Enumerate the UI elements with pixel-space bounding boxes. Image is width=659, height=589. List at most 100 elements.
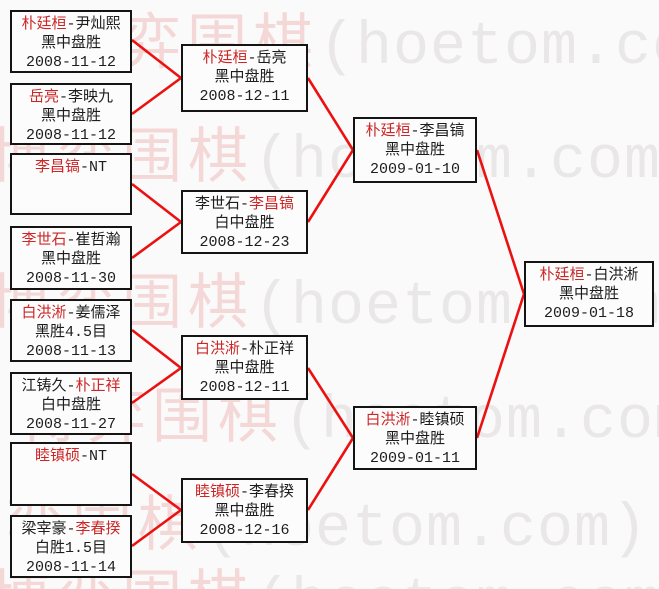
players-separator: - bbox=[239, 196, 249, 213]
players-separator: - bbox=[79, 448, 89, 465]
match-date: 2008-11-12 bbox=[25, 54, 116, 71]
match-result: 黑中盘胜 bbox=[214, 69, 275, 86]
match-players: 朴廷桓-岳亮 bbox=[183, 49, 306, 68]
connector-line bbox=[475, 149, 526, 295]
match-date: 2008-11-12 bbox=[25, 127, 116, 144]
match-date: 2008-11-27 bbox=[25, 416, 116, 433]
player1-name: 白洪淅 bbox=[194, 341, 240, 358]
match-date bbox=[12, 196, 130, 215]
players-separator: - bbox=[66, 521, 76, 538]
connector-line bbox=[131, 366, 182, 405]
player2-name: NT bbox=[89, 448, 108, 465]
match-players: 江铸久-朴正祥 bbox=[12, 377, 130, 396]
connector-line bbox=[131, 328, 182, 370]
match-players: 睦镇硕-NT bbox=[12, 447, 130, 466]
match-date: 2008-11-13 bbox=[25, 343, 116, 360]
player1-name: 李世石 bbox=[194, 196, 240, 213]
player2-name: 睦镇硕 bbox=[419, 412, 465, 429]
match-result: 黑中盘胜 bbox=[40, 35, 101, 52]
match-result: 黑中盘胜 bbox=[384, 431, 445, 448]
player2-name: 崔哲瀚 bbox=[75, 232, 121, 249]
match-result: 白胜1.5目 bbox=[34, 540, 107, 557]
player1-name: 朴廷桓 bbox=[202, 50, 248, 67]
match-result: 黑中盘胜 bbox=[214, 503, 275, 520]
match-date: 2009-01-11 bbox=[369, 450, 460, 467]
match-date: 2009-01-18 bbox=[543, 305, 634, 322]
connector-line bbox=[131, 508, 182, 548]
connector-line bbox=[306, 437, 355, 511]
player2-name: 姜儒泽 bbox=[75, 305, 121, 322]
match-result: 白中盘胜 bbox=[214, 215, 275, 232]
connector-line bbox=[475, 293, 526, 439]
match-date: 2009-01-10 bbox=[369, 161, 460, 178]
match-players: 朴廷桓-李昌镐 bbox=[355, 122, 475, 141]
match-players: 李世石-李昌镐 bbox=[183, 195, 306, 214]
player1-name: 江铸久 bbox=[21, 378, 67, 395]
match-box: 梁宰豪-李春揆白胜1.5目 2008-11-14 bbox=[10, 515, 132, 578]
player2-name: 岳亮 bbox=[256, 50, 287, 67]
players-separator: - bbox=[247, 50, 257, 67]
player1-name: 白洪淅 bbox=[365, 412, 411, 429]
player1-name: 睦镇硕 bbox=[34, 448, 80, 465]
players-separator: - bbox=[239, 484, 249, 501]
players-separator: - bbox=[410, 123, 420, 140]
match-date bbox=[12, 485, 130, 504]
match-box: 李昌镐-NT bbox=[10, 153, 132, 215]
player2-name: 朴正祥 bbox=[75, 378, 121, 395]
match-date: 2008-11-30 bbox=[25, 270, 116, 287]
match-box: 朴廷桓-尹灿熙黑中盘胜 2008-11-12 bbox=[10, 10, 132, 73]
connector-line bbox=[131, 182, 182, 224]
player1-name: 朴廷桓 bbox=[539, 267, 585, 284]
player2-name: 李春揆 bbox=[249, 484, 295, 501]
player2-name: 李春揆 bbox=[75, 521, 121, 538]
connector-line bbox=[131, 38, 182, 80]
player2-name: 朴正祥 bbox=[249, 341, 295, 358]
connector-line bbox=[306, 367, 355, 439]
connector-line bbox=[131, 220, 182, 260]
connector-line bbox=[306, 149, 355, 223]
player1-name: 白洪淅 bbox=[21, 305, 67, 322]
match-box: 朴廷桓-李昌镐黑中盘胜 2009-01-10 bbox=[353, 117, 477, 183]
players-separator: - bbox=[58, 89, 68, 106]
players-separator: - bbox=[410, 412, 420, 429]
match-players: 睦镇硕-李春揆 bbox=[183, 483, 306, 502]
match-players: 梁宰豪-李春揆 bbox=[12, 520, 130, 539]
match-date: 2008-12-23 bbox=[199, 234, 290, 251]
players-separator: - bbox=[79, 159, 89, 176]
players-separator: - bbox=[66, 232, 76, 249]
player2-name: 李昌镐 bbox=[419, 123, 465, 140]
connector-line bbox=[131, 76, 182, 116]
match-players: 朴廷桓-白洪淅 bbox=[526, 266, 652, 285]
player1-name: 李世石 bbox=[21, 232, 67, 249]
player1-name: 李昌镐 bbox=[34, 159, 80, 176]
players-separator: - bbox=[66, 16, 76, 33]
player1-name: 岳亮 bbox=[28, 89, 59, 106]
match-box: 白洪淅-睦镇硕黑中盘胜 2009-01-11 bbox=[353, 406, 477, 470]
match-players: 李昌镐-NT bbox=[12, 158, 130, 177]
match-date: 2008-12-11 bbox=[199, 379, 290, 396]
players-separator: - bbox=[66, 305, 76, 322]
match-players: 岳亮-李映九 bbox=[12, 88, 130, 107]
match-box: 李世石-李昌镐白中盘胜 2008-12-23 bbox=[181, 190, 308, 254]
match-result: 黑中盘胜 bbox=[384, 142, 445, 159]
player2-name: 尹灿熙 bbox=[75, 16, 121, 33]
watermark-site-text: (hoetom.com) bbox=[319, 14, 659, 82]
players-separator: - bbox=[66, 378, 76, 395]
player2-name: NT bbox=[89, 159, 108, 176]
match-date: 2008-11-14 bbox=[25, 559, 116, 576]
match-result: 黑中盘胜 bbox=[558, 286, 619, 303]
match-players: 朴廷桓-尹灿熙 bbox=[12, 15, 130, 34]
match-result: 黑中盘胜 bbox=[214, 360, 275, 377]
player2-name: 白洪淅 bbox=[593, 267, 639, 284]
player2-name: 李映九 bbox=[68, 89, 114, 106]
match-date: 2008-12-11 bbox=[199, 88, 290, 105]
